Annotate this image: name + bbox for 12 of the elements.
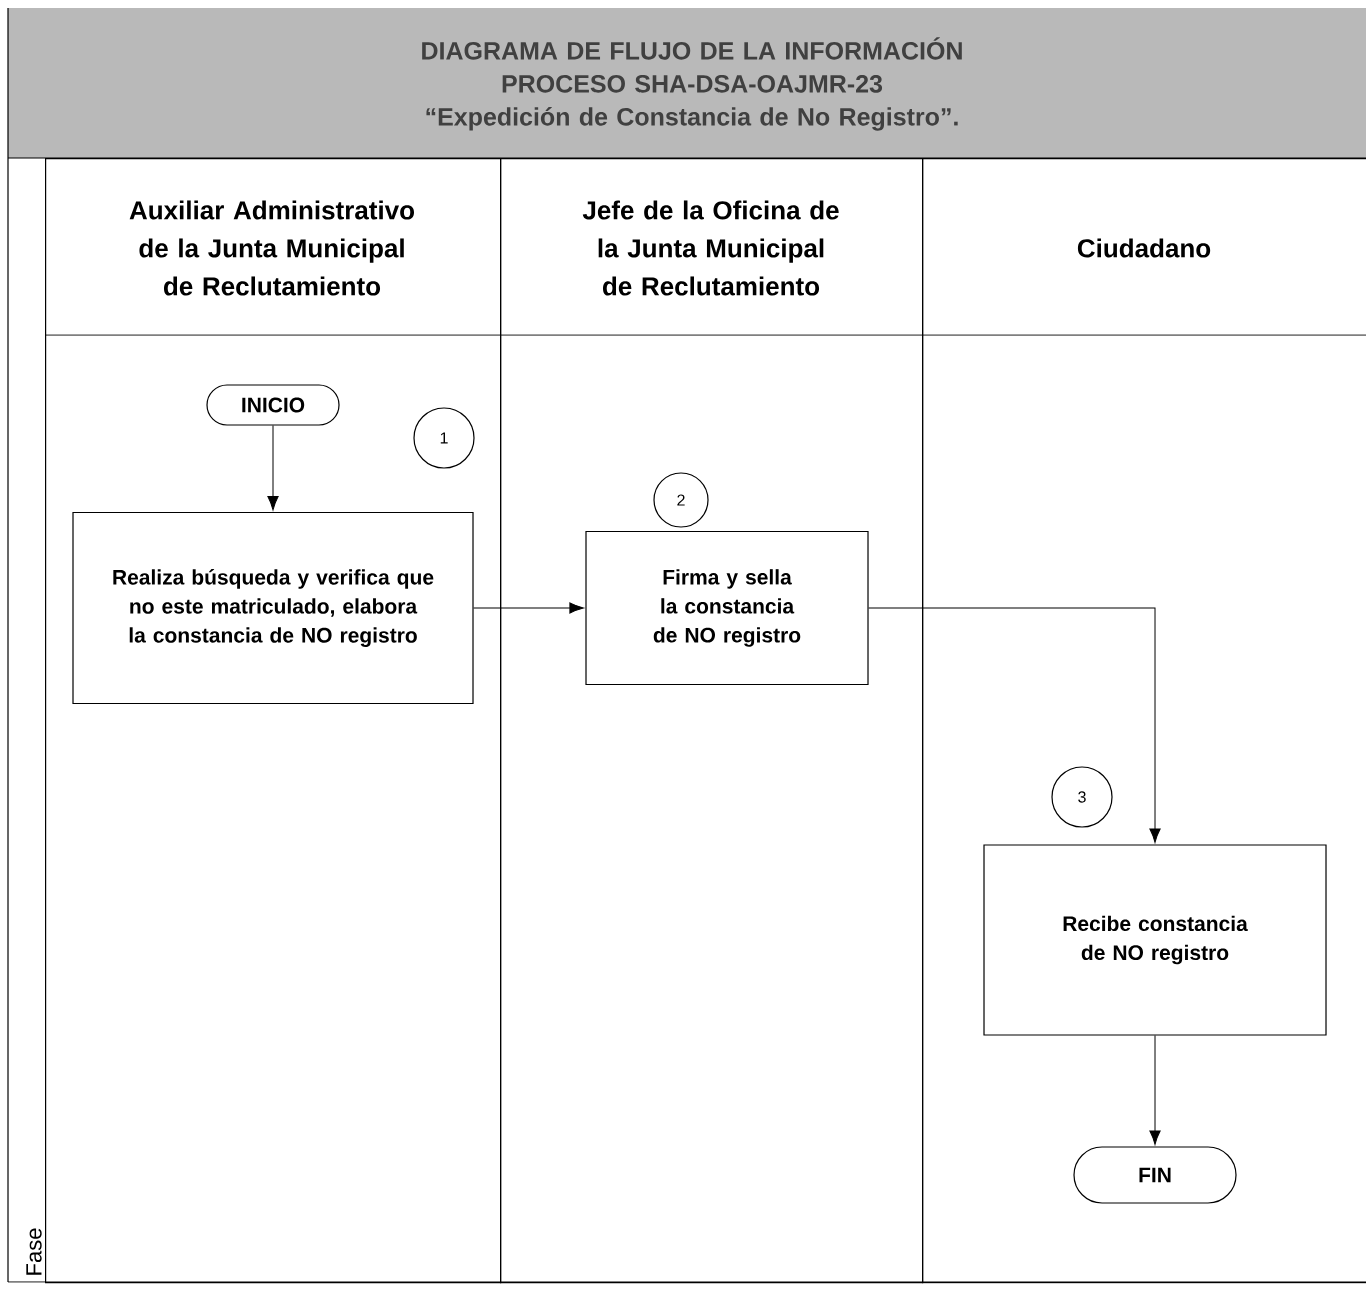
title-band: DIAGRAMA DE FLUJO DE LA INFORMACIÓN PROCESO SHA-DSA-OAJMR-23 “Expedición de Constancia de No Registro”. [8, 8, 1366, 158]
step-number: 2 [653, 472, 709, 528]
phase-label: Fase [26, 1228, 42, 1275]
process-box: Firma y sella la constancia de NO registro [585, 530, 869, 686]
process-box: Recibe constancia de NO registro [983, 844, 1327, 1036]
step-number: 3 [1051, 766, 1113, 828]
arrow [868, 607, 1161, 843]
step-number: 1 [413, 407, 475, 469]
arrow [473, 602, 584, 614]
arrow [1149, 1035, 1161, 1145]
process-box: Realiza búsqueda y verifica que no este matriculado, elabora la constancia de NO registro [72, 511, 474, 705]
arrow [267, 425, 279, 511]
